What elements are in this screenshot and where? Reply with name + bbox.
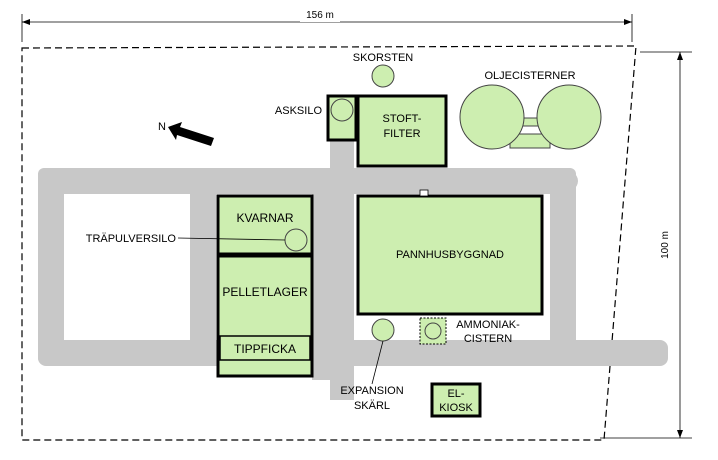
- property-boundary: [21, 45, 637, 441]
- oil-tank-left: [459, 84, 525, 150]
- asksilo-circle: [330, 98, 354, 122]
- asksilo-label: ASKSILO: [275, 105, 323, 117]
- elkiosk-building: [430, 382, 482, 418]
- height-dimension: 100 m: [600, 51, 692, 439]
- north-arrow-icon: [168, 122, 214, 146]
- height-label: 100 m: [660, 231, 671, 259]
- width-dimension: 156 m: [21, 10, 633, 42]
- expansion-label-line1: EXPANSION: [340, 385, 403, 397]
- road-network: [38, 136, 668, 400]
- pelletlager-label: PELLETLAGER: [222, 285, 308, 299]
- width-label: 156 m: [306, 10, 334, 21]
- elkiosk-label-line1: EL-: [447, 388, 464, 400]
- pannhusbyggnad-building: [356, 194, 544, 316]
- trapulversilo-circle: [284, 228, 308, 252]
- skorsten-circle: [371, 64, 395, 88]
- stoftfilter-label-line1: STOFT-: [383, 113, 422, 125]
- stoftfilter-building: [356, 94, 448, 168]
- oljecisterner: OLJECISTERNER: [459, 70, 602, 150]
- expansion-label-line2: SKÄRL: [354, 400, 390, 412]
- stoftfilter-label-line2: FILTER: [383, 128, 420, 140]
- ammoniak-label-line2: CISTERN: [464, 333, 512, 345]
- north-label: N: [158, 121, 166, 133]
- pannhusbyggnad-label: PANNHUSBYGGNAD: [396, 249, 504, 261]
- oil-tank-right: [536, 84, 602, 150]
- oljecisterner-label: OLJECISTERNER: [484, 70, 575, 82]
- kvarnar-label: KVARNAR: [236, 211, 293, 225]
- tippficka-label: TIPPFICKA: [234, 342, 296, 356]
- ammoniak-label-line1: AMMONIAK-: [456, 319, 520, 331]
- expansion-circle: [371, 318, 395, 342]
- tippficka-building: [219, 335, 311, 361]
- ammoniak-cistern: AMMONIAK- CISTERN: [419, 317, 520, 345]
- elkiosk-label-line2: KIOSK: [439, 402, 473, 414]
- north-arrow: N: [158, 121, 214, 146]
- skorsten-label: SKORSTEN: [353, 52, 414, 64]
- trapulversilo-label: TRÄPULVERSILO: [86, 233, 177, 245]
